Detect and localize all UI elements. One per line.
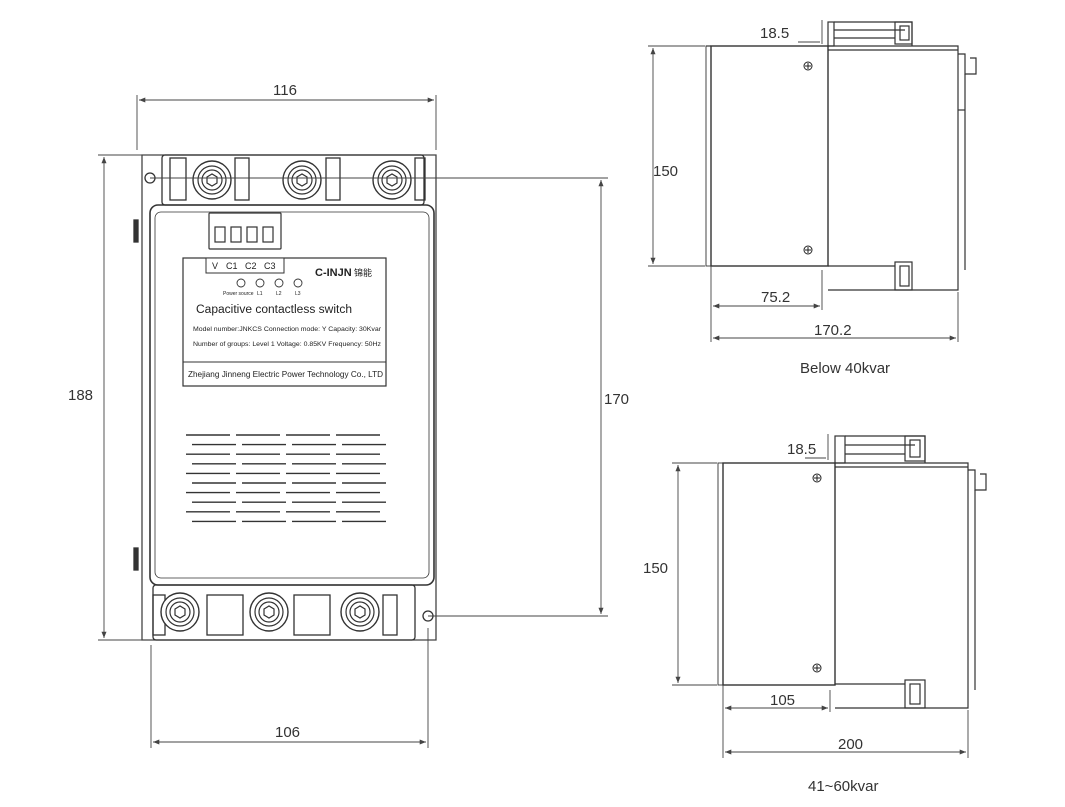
brand-logo-cn: 锦能	[354, 267, 372, 278]
side-large-dimensions	[672, 434, 969, 758]
dim-170-2: 170.2	[814, 322, 852, 339]
caption-41-60kvar: 41~60kvar	[808, 778, 878, 795]
terminal-label-c3: C3	[264, 261, 276, 271]
dim-75-2: 75.2	[761, 289, 790, 306]
dim-150-large: 150	[643, 560, 668, 577]
terminal-label-v: V	[212, 261, 218, 271]
vent-grille	[186, 434, 386, 523]
dim-200: 200	[838, 736, 863, 753]
top-screws	[192, 160, 412, 200]
product-name: Capacitive contactless switch	[196, 304, 352, 316]
dim-18-5-small: 18.5	[760, 25, 789, 42]
caption-below-40kvar: Below 40kvar	[800, 360, 890, 377]
side-view-large	[717, 435, 987, 709]
dim-width-106: 106	[275, 724, 300, 741]
dim-18-5-large: 18.5	[787, 441, 816, 458]
spec-line-2: Number of groups: Level 1 Voltage: 0.85K…	[193, 341, 381, 348]
spec-line-1: Model number:JNKCS Connection mode: Y Ca…	[193, 326, 382, 333]
led-label-l2: L2	[276, 291, 282, 297]
front-view	[133, 154, 437, 641]
screw-icon	[812, 473, 822, 483]
dim-height-188: 188	[68, 387, 93, 404]
dim-width-116: 116	[273, 82, 297, 99]
side-view-small	[705, 21, 977, 291]
front-dimensions	[98, 95, 608, 748]
bottom-screws	[160, 592, 380, 632]
side-small-dimensions	[648, 20, 959, 342]
terminal-label-c1: C1	[226, 261, 238, 271]
screw-icon	[803, 61, 813, 71]
control-connector	[208, 212, 282, 250]
led-label-l3: L3	[295, 291, 301, 297]
screw-icon	[803, 245, 813, 255]
terminal-label-c2: C2	[245, 261, 257, 271]
dim-height-170: 170	[604, 391, 629, 408]
led-label-power: Power source	[223, 291, 254, 297]
dim-150-small: 150	[653, 163, 678, 180]
dim-105: 105	[770, 692, 795, 709]
brand-logo: C-INJN	[315, 267, 352, 279]
company-name: Zhejiang Jinneng Electric Power Technolo…	[188, 369, 383, 379]
label-plate	[182, 257, 387, 387]
led-label-l1: L1	[257, 291, 263, 297]
screw-icon	[812, 663, 822, 673]
